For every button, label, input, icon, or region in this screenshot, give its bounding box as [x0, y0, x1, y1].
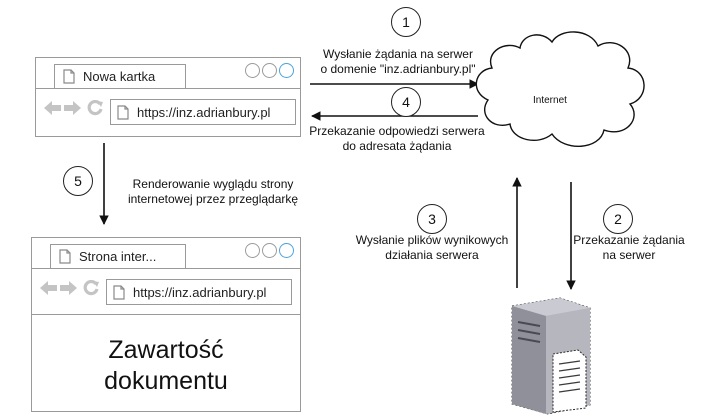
browser-titlebar: Strona inter...	[32, 238, 300, 269]
step-4-line2: do adresata żądania	[342, 139, 452, 153]
step-number-4: 4	[391, 87, 421, 117]
url-text: https://inz.adrianbury.pl	[133, 284, 267, 300]
reload-icon[interactable]	[87, 100, 103, 116]
step-number-2: 2	[603, 204, 633, 234]
page-icon	[113, 284, 125, 300]
step-5-label: Renderowanie wyglądu strony internetowej…	[118, 177, 308, 207]
back-arrow-icon[interactable]	[44, 101, 61, 115]
tab-label: Nowa kartka	[83, 69, 156, 84]
window-control-icon[interactable]	[245, 63, 260, 78]
step-1-label: Wysłanie żądania na serwer o domenie "in…	[312, 47, 484, 77]
document-content-line1: Zawartość	[108, 336, 224, 364]
forward-arrow-icon[interactable]	[60, 281, 77, 295]
window-control-icon[interactable]	[262, 63, 277, 78]
internet-label: Internet	[533, 95, 567, 106]
step-number-3: 3	[417, 204, 447, 234]
step-3-line2: działania serwera	[385, 248, 479, 262]
nav-buttons	[40, 280, 99, 296]
browser-window-rendered: Strona inter... https://inz	[31, 237, 301, 412]
document-icon	[552, 349, 587, 413]
step-number-5: 5	[63, 166, 93, 196]
tab-label: Strona inter...	[79, 249, 157, 264]
window-controls	[245, 63, 294, 78]
step-5-line2: internetowej przez przeglądarkę	[127, 192, 299, 206]
page-icon	[59, 249, 71, 264]
browser-navbar: https://inz.adrianbury.pl	[32, 268, 300, 315]
step-4-line1: Przekazanie odpowiedzi serwera	[309, 124, 485, 138]
forward-arrow-icon[interactable]	[64, 101, 81, 115]
step-1-line1: Wysłanie żądania na serwer	[323, 47, 473, 61]
step-2-label: Przekazanie żądania na serwer	[570, 233, 688, 263]
address-bar[interactable]: https://inz.adrianbury.pl	[106, 279, 292, 305]
browser-titlebar: Nowa kartka	[36, 58, 300, 89]
window-control-icon[interactable]	[279, 243, 294, 258]
cloud-icon	[475, 31, 645, 148]
page-icon	[63, 69, 75, 84]
step-1-line2: o domenie "inz.adrianbury.pl"	[320, 62, 476, 76]
window-control-icon[interactable]	[262, 243, 277, 258]
step-number-1: 1	[391, 7, 421, 37]
step-5-line1: Renderowanie wyglądu strony	[132, 177, 294, 191]
browser-tab[interactable]: Strona inter...	[50, 244, 186, 268]
step-2-line2: na serwer	[602, 248, 656, 262]
step-2-line1: Przekazanie żądania	[573, 233, 685, 247]
step-3-label: Wysłanie plików wynikowych działania ser…	[352, 233, 512, 263]
reload-icon[interactable]	[83, 280, 99, 296]
browser-window-request: Nowa kartka https://inz.adr	[35, 57, 301, 137]
address-bar[interactable]: https://inz.adrianbury.pl	[110, 99, 296, 125]
window-control-icon[interactable]	[279, 63, 294, 78]
nav-buttons	[44, 100, 103, 116]
url-text: https://inz.adrianbury.pl	[137, 104, 271, 120]
step-4-label: Przekazanie odpowiedzi serwera do adresa…	[302, 124, 492, 154]
window-control-icon[interactable]	[245, 243, 260, 258]
page-icon	[117, 104, 129, 120]
step-3-line1: Wysłanie plików wynikowych	[355, 233, 509, 247]
document-content-line2: dokumentu	[104, 367, 228, 395]
back-arrow-icon[interactable]	[40, 281, 57, 295]
browser-navbar: https://inz.adrianbury.pl	[36, 88, 300, 134]
browser-tab[interactable]: Nowa kartka	[54, 64, 186, 88]
window-controls	[245, 243, 294, 258]
